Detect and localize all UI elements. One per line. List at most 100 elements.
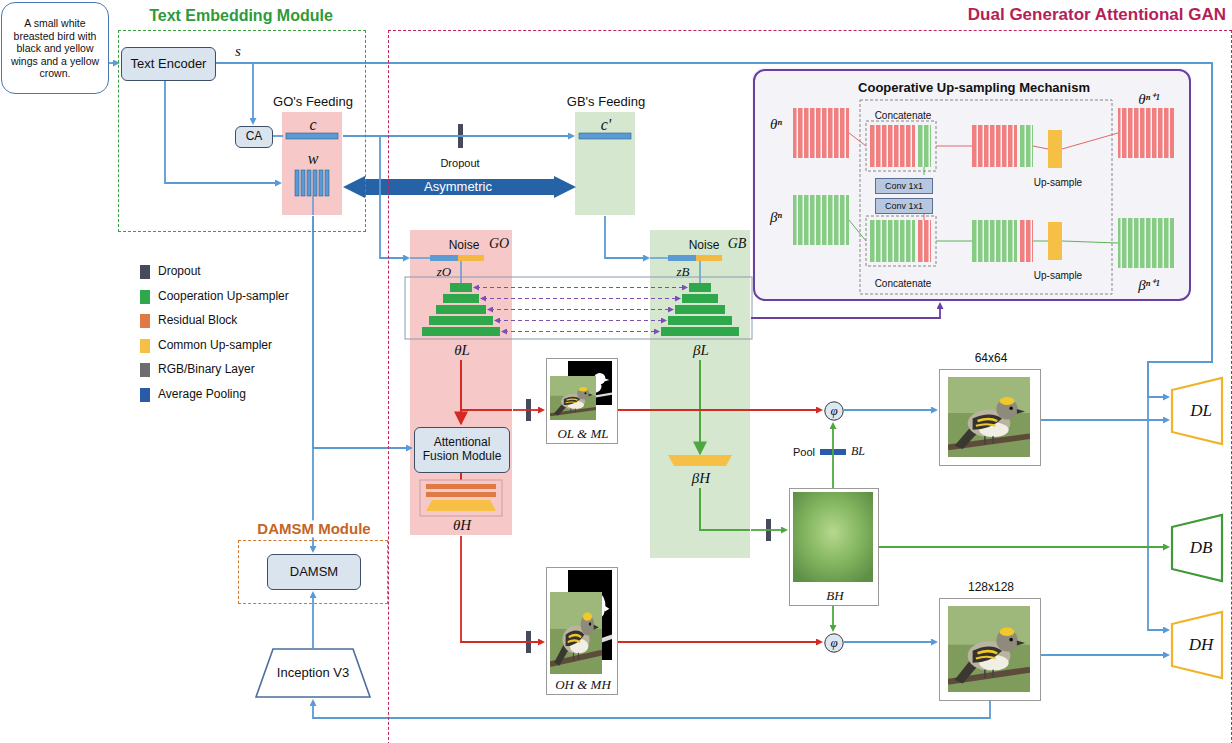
connector-arrow <box>832 606 834 625</box>
feature-stack <box>1019 125 1033 167</box>
node-text: Up-sample <box>1034 270 1082 282</box>
node-text: BH <box>826 589 843 604</box>
legend-item: Cooperation Up-sampler <box>140 289 315 305</box>
node-text: Noise <box>689 239 720 253</box>
trapezoid-outline <box>1172 612 1222 678</box>
connector-arrow <box>605 216 643 258</box>
trapezoid-outline <box>256 649 370 697</box>
image-frame: OH & MH <box>546 567 618 695</box>
node-text: DL <box>1190 401 1212 421</box>
wire <box>1062 241 1118 243</box>
conv-box: Conv 1x1 <box>875 198 933 214</box>
feeding-band: GB's Feedingc' <box>576 113 636 216</box>
legend-text: Residual Block <box>158 314 237 328</box>
vector-bar <box>286 133 338 139</box>
node-text: θH <box>453 517 471 534</box>
connector-arrow <box>365 179 554 195</box>
module-frame: Text Embedding ModuleText EncoderCAGO's … <box>118 30 366 232</box>
feature-stack <box>793 108 849 158</box>
upsampler-pyramid <box>422 283 500 336</box>
node-text: GB's Feeding <box>567 95 645 110</box>
image-frame: BH <box>789 488 879 606</box>
node-text: βⁿ <box>770 209 782 226</box>
generator-column: GBNoisezBβLβH <box>651 231 751 559</box>
connector-arrow <box>879 546 1163 548</box>
word-vector <box>307 170 311 196</box>
free-label: Pool <box>793 446 815 459</box>
dashed-frame <box>866 121 936 171</box>
word-vectors <box>295 170 329 196</box>
node-text: CA <box>246 130 263 144</box>
word-vector <box>295 170 299 196</box>
image-frame: 128x128 <box>939 598 1041 701</box>
node-text: βH <box>692 470 710 487</box>
upsampler-layer <box>689 283 711 292</box>
cooperation-link <box>497 320 664 321</box>
node-text: OL & ML <box>557 427 608 442</box>
wire <box>849 133 866 146</box>
upsampler-layer <box>429 316 493 325</box>
free-label: s <box>235 43 241 60</box>
feeding-band: GO's Feedingcw <box>283 113 343 216</box>
generator-column: GONoisezOθLθHAttentional Fusion Module <box>411 231 513 536</box>
connector-arrow <box>832 429 834 488</box>
circle-outline <box>825 402 843 420</box>
connector-arrow <box>109 62 113 64</box>
image-frame: 64x64 <box>939 369 1041 466</box>
upsample-block <box>1048 130 1062 168</box>
free-label: BL <box>851 445 865 459</box>
node-text: Concatenate <box>875 278 932 290</box>
discriminator-shape: DB <box>1171 514 1223 582</box>
feature-stack <box>870 125 915 167</box>
wire <box>924 167 925 175</box>
mechanism-illustration <box>793 100 1174 294</box>
node-text: Cooperative Up-sampling Mechanism <box>858 81 1090 96</box>
feature-stack <box>972 220 1017 262</box>
node-text: DAMSM Module <box>254 520 373 537</box>
connector-arrow <box>513 409 538 411</box>
residual-frame <box>420 480 502 516</box>
conv-box: Conv 1x1 <box>875 178 933 194</box>
band-fill <box>282 112 342 215</box>
legend-text: Dropout <box>158 265 201 279</box>
node-text: Conv 1x1 <box>885 201 923 211</box>
connector-arrow <box>751 529 781 531</box>
input-sentence-box: A small white breasted bird with black a… <box>1 2 109 94</box>
gan-frame: Dual Generator Attentional GANGB's Feedi… <box>388 30 1232 743</box>
connector-arrow <box>844 641 931 643</box>
legend-swatch <box>140 265 150 279</box>
node-text: Noise <box>449 239 480 253</box>
connector-arrow <box>313 216 406 448</box>
wire <box>936 241 972 242</box>
connector-arrow <box>618 641 816 643</box>
module-frame: DAMSM ModuleDAMSM <box>238 540 388 604</box>
connector-arrow <box>216 63 253 118</box>
upsampler-layer <box>668 316 732 325</box>
node-text: θⁿ⁺¹ <box>1138 91 1160 108</box>
column-fill <box>410 230 512 535</box>
node-text: c' <box>601 116 612 134</box>
feature-stack <box>1118 218 1174 268</box>
upsampler-layer <box>661 327 739 336</box>
wire <box>460 472 462 480</box>
connector-arrow <box>343 136 403 258</box>
node-text: Text Embedding Module <box>149 7 333 25</box>
node-text: 64x64 <box>975 352 1008 366</box>
node-text: GO <box>489 236 509 252</box>
node-text: c <box>309 116 316 134</box>
legend-swatch <box>140 388 150 402</box>
discriminator-shape: DH <box>1171 611 1223 679</box>
legend-swatch <box>140 339 150 353</box>
mechanism-panel: Cooperative Up-sampling MechanismθⁿβⁿCon… <box>753 69 1191 301</box>
node-text: w <box>308 150 319 168</box>
upsampler-layer <box>436 305 486 314</box>
connector-arrow <box>165 81 275 183</box>
upsampler-layer <box>682 294 718 303</box>
legend-item: Common Up-sampler <box>140 338 315 354</box>
upsampler-layer <box>450 283 472 292</box>
connector-arrow <box>312 216 314 546</box>
bird-image <box>948 606 1030 692</box>
word-vector <box>313 170 317 196</box>
feature-stack <box>870 220 915 262</box>
